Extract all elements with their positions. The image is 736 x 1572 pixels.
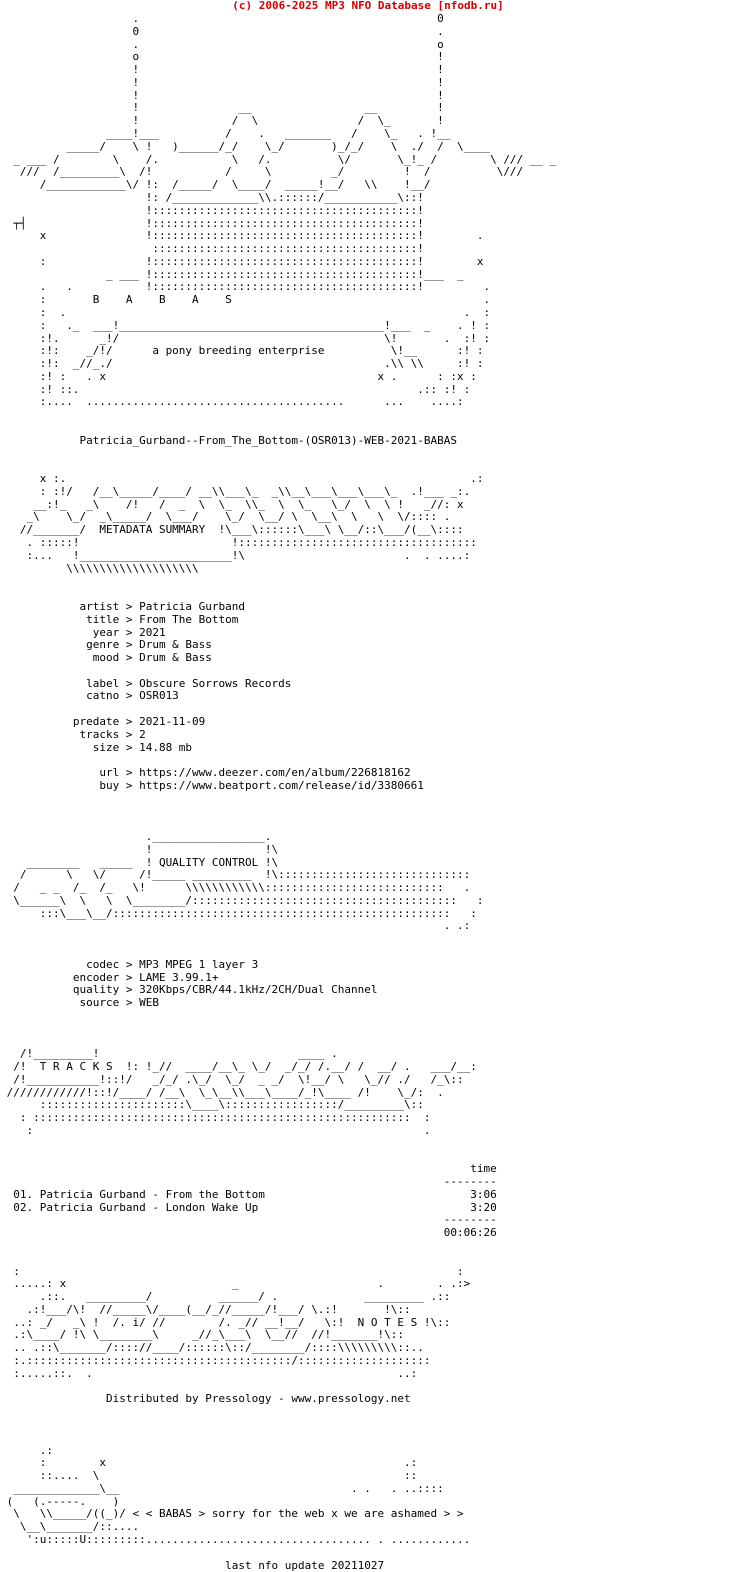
nfodb-copyright-line: (c) 2006-2025 MP3 NFO Database [nfodb.ru… bbox=[232, 0, 504, 12]
nfo-body: . 0 0 . . o bbox=[0, 12, 736, 1572]
nfo-ascii-art: . 0 0 . . o bbox=[6, 12, 557, 1572]
nfodb-header: (c) 2006-2025 MP3 NFO Database [nfodb.ru… bbox=[0, 0, 736, 13]
